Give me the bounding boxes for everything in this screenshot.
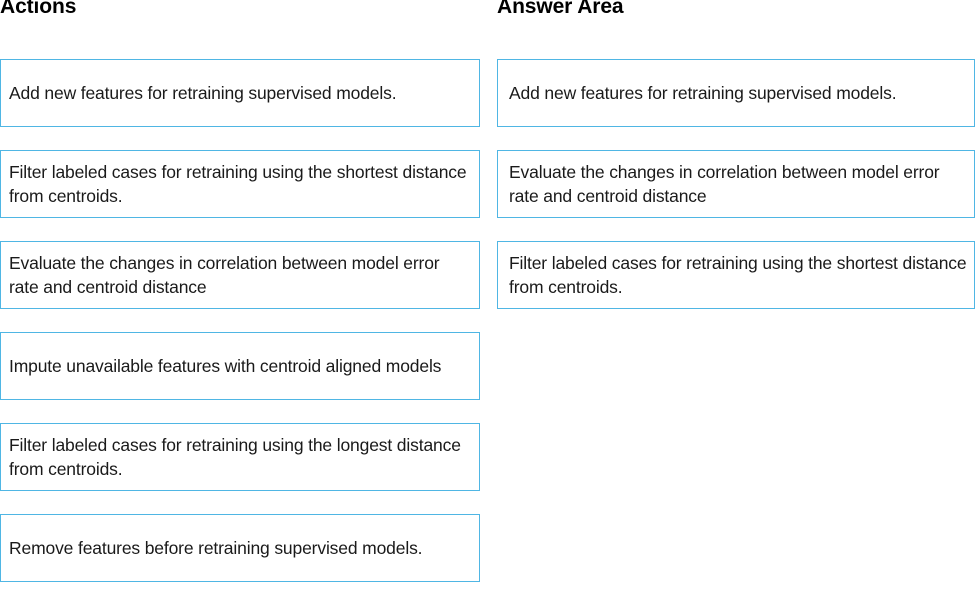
action-tile-5-label: Filter labeled cases for retraining usin… [9, 435, 461, 479]
answer-tile-3-label: Filter labeled cases for retraining usin… [509, 253, 967, 297]
action-tile-6[interactable]: Remove features before retraining superv… [0, 514, 480, 582]
actions-heading: Actions [0, 0, 77, 18]
answer-tile-3[interactable]: Filter labeled cases for retraining usin… [497, 241, 975, 309]
answer-tile-2[interactable]: Evaluate the changes in correlation betw… [497, 150, 975, 218]
answer-tile-2-label: Evaluate the changes in correlation betw… [509, 162, 940, 206]
action-tile-1-label: Add new features for retraining supervis… [9, 83, 397, 103]
answer-area-drop-zone[interactable]: Add new features for retraining supervis… [497, 59, 975, 332]
action-tile-6-label: Remove features before retraining superv… [9, 538, 423, 558]
action-tile-1[interactable]: Add new features for retraining supervis… [0, 59, 480, 127]
answer-tile-1-label: Add new features for retraining supervis… [509, 83, 897, 103]
action-tile-5[interactable]: Filter labeled cases for retraining usin… [0, 423, 480, 491]
action-tile-3-label: Evaluate the changes in correlation betw… [9, 253, 440, 297]
action-tile-2[interactable]: Filter labeled cases for retraining usin… [0, 150, 480, 218]
answer-area-heading: Answer Area [497, 0, 624, 18]
action-tile-3[interactable]: Evaluate the changes in correlation betw… [0, 241, 480, 309]
action-tile-2-label: Filter labeled cases for retraining usin… [9, 162, 467, 206]
action-tile-4[interactable]: Impute unavailable features with centroi… [0, 332, 480, 400]
answer-tile-1[interactable]: Add new features for retraining supervis… [497, 59, 975, 127]
actions-tile-list: Add new features for retraining supervis… [0, 59, 480, 605]
action-tile-4-label: Impute unavailable features with centroi… [9, 356, 442, 376]
